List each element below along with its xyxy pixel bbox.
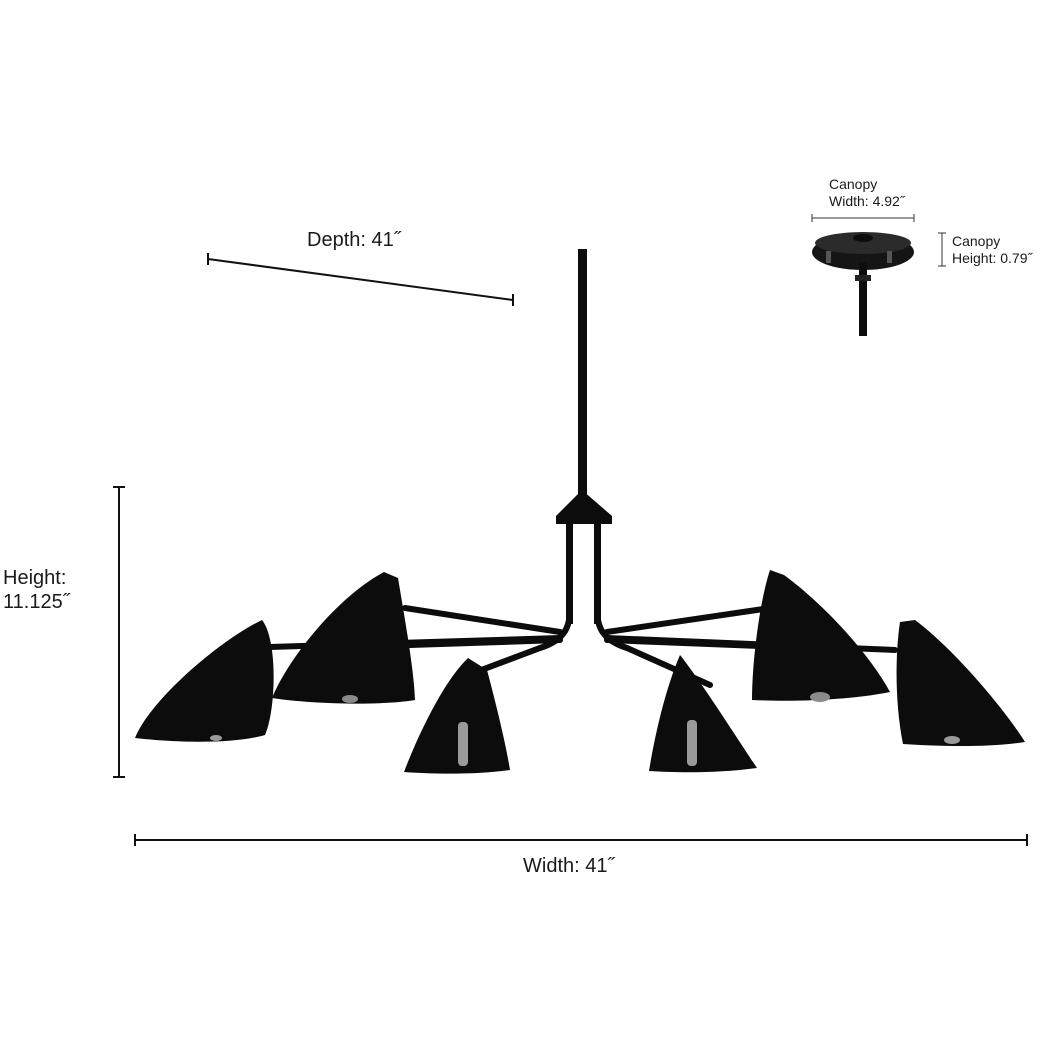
canopy-width-label-line2: Width: 4.92˝ — [829, 193, 905, 209]
canopy-height-label-line2: Height: 0.79˝ — [952, 250, 1033, 266]
shade-center-right — [649, 655, 757, 773]
canopy-width-dimension-line — [811, 214, 915, 222]
shade-center-left — [404, 658, 510, 774]
downrod — [578, 249, 587, 494]
depth-label: Depth: 41˝ — [307, 229, 401, 251]
width-label: Width: 41˝ — [523, 855, 615, 877]
canopy-height-dimension-line — [938, 232, 946, 267]
arms — [267, 605, 898, 688]
canopy-detail — [812, 232, 914, 336]
shade-far-right — [896, 620, 1025, 746]
depth-dimension-line — [207, 253, 514, 306]
shade-right-back — [752, 570, 890, 702]
shade-far-left — [135, 620, 274, 742]
canopy-width-label-line1: Canopy — [829, 176, 878, 192]
canopy-height-label-line1: Canopy — [952, 233, 1001, 249]
height-dimension-line — [113, 486, 125, 778]
height-label-line2: 11.125˝ — [3, 591, 70, 613]
height-label-line1: Height: — [3, 567, 67, 589]
width-dimension-line — [134, 834, 1028, 846]
hub — [556, 490, 612, 524]
chandelier — [135, 249, 1025, 774]
shade-left-back — [272, 572, 415, 704]
